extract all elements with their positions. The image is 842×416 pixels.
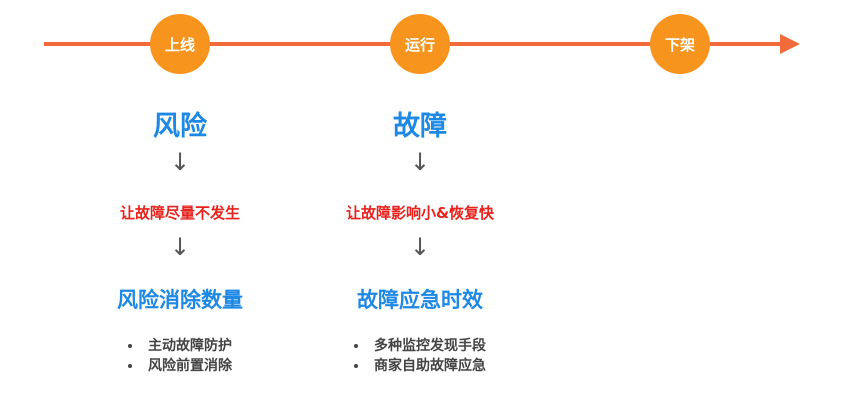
stage-label: 下架 <box>664 35 695 54</box>
column-bullets: 主动故障防护 风险前置消除 <box>60 336 300 376</box>
list-item: 商家自助故障应急 <box>354 356 486 376</box>
bullet-dot-icon <box>128 344 132 348</box>
stage-launch: 上线 <box>150 14 210 74</box>
list-item: 主动故障防护 <box>128 336 232 356</box>
bullet-text: 多种监控发现手段 <box>374 338 486 354</box>
bullet-dot-icon <box>354 344 358 348</box>
column-metric: 故障应急时效 <box>357 288 483 312</box>
bullet-text: 风险前置消除 <box>148 358 232 374</box>
timeline-arrowhead-icon <box>780 34 800 54</box>
column-metric: 风险消除数量 <box>117 288 243 312</box>
column-title: 故障 <box>393 111 447 142</box>
stage-label: 上线 <box>164 35 195 54</box>
bullet-text: 商家自助故障应急 <box>374 358 486 374</box>
column-title: 风险 <box>153 111 207 142</box>
bullet-dot-icon <box>128 364 132 368</box>
down-arrow-icon: ↓ <box>409 148 431 176</box>
down-arrow-icon: ↓ <box>169 233 191 261</box>
stage-label: 运行 <box>404 35 435 54</box>
column-failure: 故障 ↓ 让故障影响小&恢复快 ↓ 故障应急时效 多种监控发现手段 商家自助故障… <box>300 0 540 416</box>
down-arrow-icon: ↓ <box>169 148 191 176</box>
column-goal: 让故障尽量不发生 <box>119 204 240 222</box>
list-item: 多种监控发现手段 <box>354 336 486 356</box>
list-item: 风险前置消除 <box>128 356 232 376</box>
stage-running: 运行 <box>390 14 450 74</box>
column-bullets: 多种监控发现手段 商家自助故障应急 <box>300 336 540 376</box>
bullet-dot-icon <box>354 364 358 368</box>
bullet-text: 主动故障防护 <box>148 338 232 354</box>
column-risk: 风险 ↓ 让故障尽量不发生 ↓ 风险消除数量 主动故障防护 风险前置消除 <box>60 0 300 416</box>
down-arrow-icon: ↓ <box>409 233 431 261</box>
column-goal: 让故障影响小&恢复快 <box>345 204 495 222</box>
stage-offline: 下架 <box>650 14 710 74</box>
